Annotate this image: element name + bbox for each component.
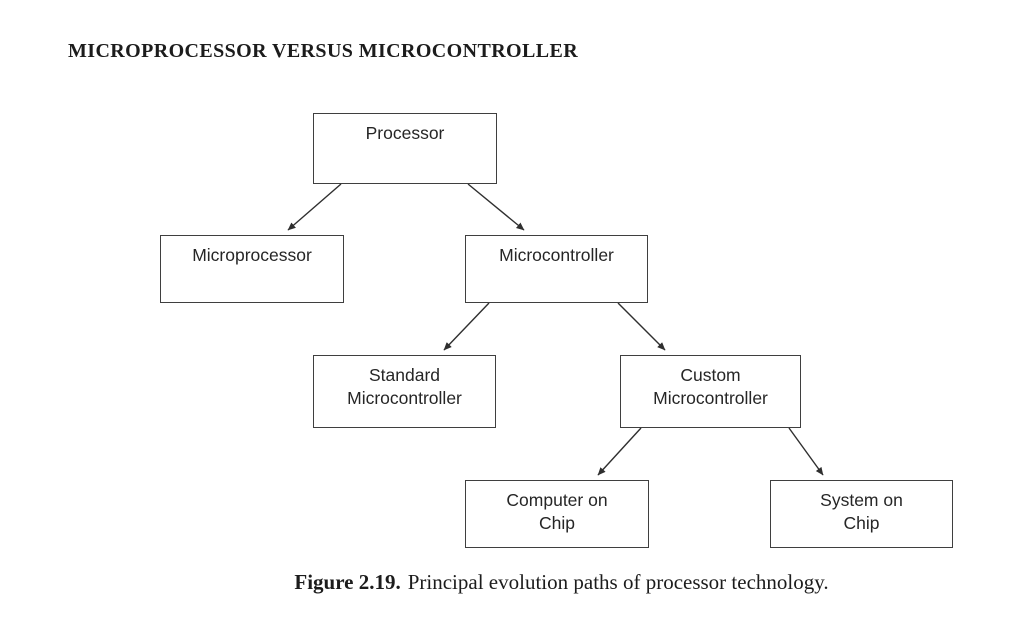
figure-caption: Figure 2.19.Principal evolution paths of… bbox=[110, 570, 1013, 595]
figure-caption-text: Principal evolution paths of processor t… bbox=[407, 570, 829, 594]
node-microprocessor: Microprocessor bbox=[160, 235, 344, 303]
node-custom-microcontroller-label: Custom Microcontroller bbox=[653, 365, 768, 409]
figure-caption-number: Figure 2.19. bbox=[294, 570, 401, 594]
edge-processor-microprocessor bbox=[287, 183, 342, 231]
edge-microcontroller-standard bbox=[443, 302, 490, 351]
node-computer-on-chip-label: Computer on Chip bbox=[506, 490, 608, 534]
node-standard-microcontroller-label: Standard Microcontroller bbox=[347, 365, 462, 409]
node-microprocessor-label: Microprocessor bbox=[192, 245, 312, 265]
edge-custom-computer bbox=[597, 427, 642, 476]
node-system-on-chip: System on Chip bbox=[770, 480, 953, 548]
edge-microcontroller-custom bbox=[617, 302, 666, 351]
node-computer-on-chip: Computer on Chip bbox=[465, 480, 649, 548]
node-processor-label: Processor bbox=[365, 123, 445, 143]
section-heading: MICROPROCESSOR VERSUS MICROCONTROLLER bbox=[68, 40, 579, 62]
edge-custom-system bbox=[788, 427, 824, 476]
node-microcontroller-label: Microcontroller bbox=[499, 245, 614, 265]
node-microcontroller: Microcontroller bbox=[465, 235, 648, 303]
node-custom-microcontroller: Custom Microcontroller bbox=[620, 355, 801, 428]
edge-processor-microcontroller bbox=[467, 183, 525, 231]
node-system-on-chip-label: System on Chip bbox=[820, 490, 903, 534]
node-standard-microcontroller: Standard Microcontroller bbox=[313, 355, 496, 428]
node-processor: Processor bbox=[313, 113, 497, 184]
